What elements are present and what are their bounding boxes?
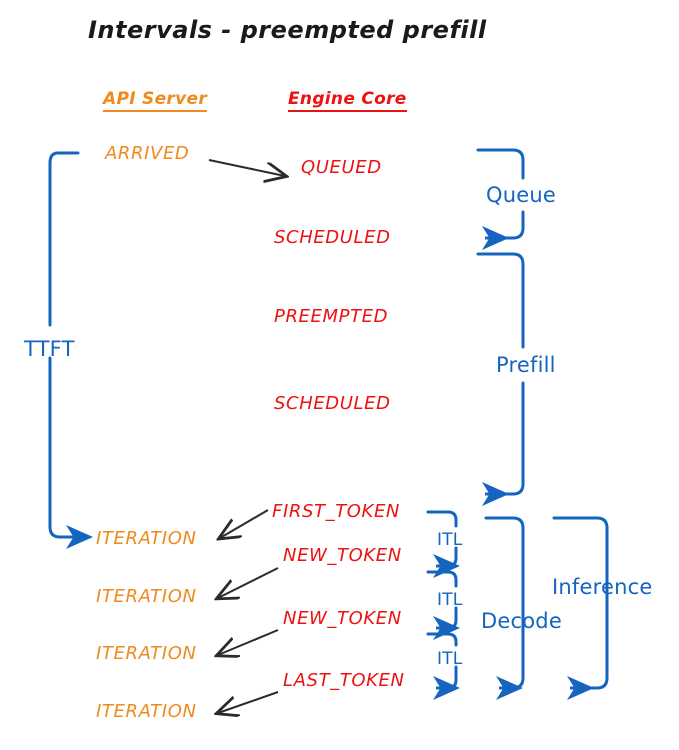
- event-preempted: PREEMPTED: [274, 306, 389, 327]
- interval-label-itl-1: ITL: [437, 530, 463, 550]
- bracket-decode: [484, 516, 525, 690]
- event-iteration-3: ITERATION: [96, 643, 197, 664]
- event-last-token: LAST_TOKEN: [283, 670, 405, 691]
- arrow-new-token-2-to-iteration-3: [218, 629, 279, 655]
- event-iteration-1: ITERATION: [96, 528, 197, 549]
- event-arrived: ARRIVED: [105, 143, 190, 164]
- event-scheduled-2: SCHEDULED: [274, 393, 391, 414]
- column-header-api-server: API Server: [103, 91, 208, 112]
- event-first-token: FIRST_TOKEN: [272, 501, 400, 522]
- arrow-new-token-1-to-iteration-2: [218, 567, 279, 598]
- interval-label-decode: Decode: [481, 609, 562, 633]
- interval-label-prefill: Prefill: [496, 353, 556, 377]
- arrow-last-token-to-iteration-4: [218, 691, 279, 713]
- event-queued: QUEUED: [301, 157, 382, 178]
- event-new-token-2: NEW_TOKEN: [283, 608, 402, 629]
- page-title: Intervals - preempted prefill: [88, 16, 487, 44]
- interval-label-inference: Inference: [552, 575, 653, 599]
- event-iteration-2: ITERATION: [96, 586, 197, 607]
- interval-label-ttft: TTFT: [24, 337, 75, 361]
- event-iteration-4: ITERATION: [96, 701, 197, 722]
- bracket-inference: [552, 516, 609, 690]
- arrow-first-token-to-iteration-1: [220, 509, 269, 538]
- interval-label-queue: Queue: [486, 183, 556, 207]
- column-header-engine-core: Engine Core: [288, 91, 407, 112]
- interval-label-itl-2: ITL: [437, 590, 463, 610]
- arrow-arrived-to-queued: [208, 159, 285, 176]
- interval-label-itl-3: ITL: [437, 649, 463, 669]
- event-scheduled-1: SCHEDULED: [274, 227, 391, 248]
- event-new-token-1: NEW_TOKEN: [283, 545, 402, 566]
